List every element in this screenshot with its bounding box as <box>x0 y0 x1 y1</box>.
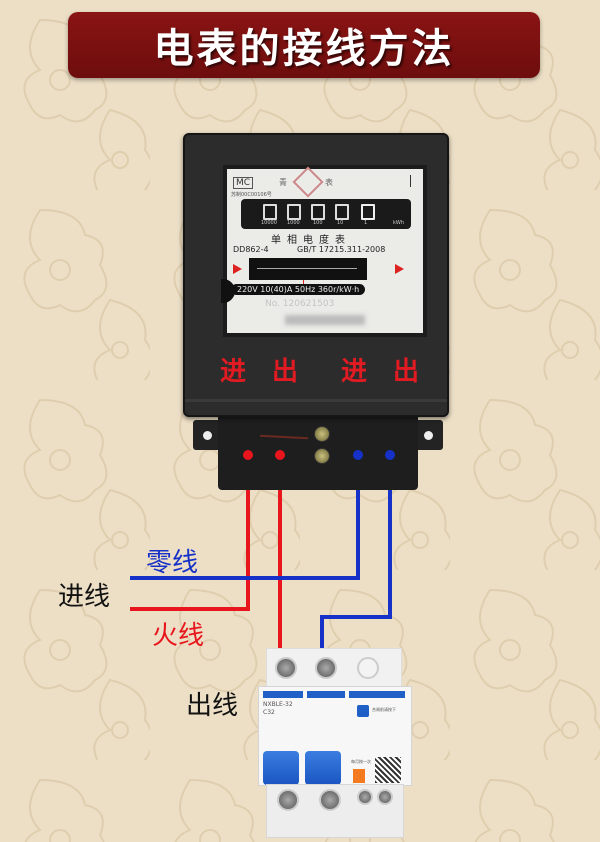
rcd-note: 合闸前请按下 <box>372 707 396 712</box>
breaker-toggle-handle[interactable] <box>263 751 299 785</box>
indicator-line <box>410 175 411 187</box>
breaker-body: NXBLE-32 C32 合闸前请按下 每月按一次 <box>258 686 412 786</box>
terminal-label-live-out: 出 <box>272 357 299 387</box>
logo-text-left: 青 <box>279 178 287 187</box>
meter-rating: 220V 10(40)A 50Hz 360r/kW·h <box>231 284 366 295</box>
terminal-screw-icon <box>377 789 393 805</box>
kwh-counter: 10000 1000 100 10 1 kWh <box>241 199 411 229</box>
breaker-toggle-handle[interactable] <box>305 751 341 785</box>
page-title: 电表的接线方法 <box>153 26 455 72</box>
rotation-arrow-left-icon <box>233 264 242 274</box>
title-banner: 电表的接线方法 <box>68 12 540 78</box>
kwh-unit-label: kWh <box>393 220 405 226</box>
meter-standard: GB/T 17215.311-2008 <box>297 245 386 254</box>
test-button[interactable] <box>353 769 365 783</box>
logo-text-right: 表 <box>325 178 333 187</box>
certification-logo-icon <box>292 166 324 198</box>
meter-name: 单相电度表 <box>271 235 351 246</box>
meter-cert-text: 苏制00C00106号 <box>231 192 272 198</box>
digit-unit-label: 100 <box>313 220 323 226</box>
qr-code <box>375 757 401 783</box>
terminal-screw-icon <box>277 789 299 811</box>
incoming-wire-label: 进线 <box>58 582 111 612</box>
live-out-terminal-dot <box>275 450 285 460</box>
terminal-screw-icon <box>275 657 297 679</box>
terminal-label-live-in: 进 <box>220 357 247 387</box>
neutral-out-terminal-dot <box>385 450 395 460</box>
rcd-indicator <box>357 705 369 717</box>
breaker-bottom-terminals <box>266 784 404 838</box>
digit-unit-label: 1000 <box>287 220 300 226</box>
meter-serial: No. 120621503 <box>265 299 335 309</box>
blurred-barcode <box>285 315 365 325</box>
counter-digit <box>263 204 277 220</box>
counter-digit <box>361 204 375 220</box>
meter-side-knob <box>221 279 235 303</box>
breaker-top-terminals <box>266 648 402 688</box>
live-in-terminal-dot <box>243 450 253 460</box>
outgoing-wire-label: 出线 <box>186 691 239 721</box>
terminal-label-neutral-in: 进 <box>341 357 368 387</box>
rotation-arrow-right-icon <box>395 264 404 274</box>
meter-brand-mark: MC <box>233 177 254 189</box>
mounting-hole <box>424 431 433 440</box>
live-wire-label: 火线 <box>152 621 205 651</box>
digit-unit-label: 10000 <box>261 220 277 226</box>
test-button-label: 每月按一次 <box>351 759 371 764</box>
electric-meter: MC 苏制00C00106号 青 表 10000 1000 100 10 1 k… <box>183 133 449 417</box>
circuit-breaker: NXBLE-32 C32 合闸前请按下 每月按一次 <box>258 648 412 838</box>
counter-digit <box>311 204 325 220</box>
terminal-hole <box>357 657 379 679</box>
counter-digit <box>287 204 301 220</box>
terminal-screw-icon <box>319 789 341 811</box>
brand-strip <box>307 691 345 698</box>
screw-icon <box>314 448 330 464</box>
digit-unit-label: 10 <box>337 220 344 226</box>
digit-unit-label: 1 <box>364 220 368 226</box>
brand-strip <box>349 691 405 698</box>
terminal-label-neutral-out: 出 <box>393 357 420 387</box>
brand-strip <box>263 691 303 698</box>
terminal-screw-icon <box>357 789 373 805</box>
neutral-wire-label: 零线 <box>146 548 199 578</box>
mounting-hole <box>203 431 212 440</box>
neutral-in-terminal-dot <box>353 450 363 460</box>
terminal-screw-icon <box>315 657 337 679</box>
meter-terminal-block <box>218 408 418 490</box>
neutral-wire <box>130 455 392 655</box>
rotating-disc-window <box>249 258 367 286</box>
meter-model: DD862-4 <box>233 245 269 254</box>
breaker-curve: C32 <box>263 709 275 716</box>
counter-digit <box>335 204 349 220</box>
screw-icon <box>314 426 330 442</box>
breaker-model: NXBLE-32 <box>263 701 293 708</box>
meter-faceplate: MC 苏制00C00106号 青 表 10000 1000 100 10 1 k… <box>223 165 427 337</box>
